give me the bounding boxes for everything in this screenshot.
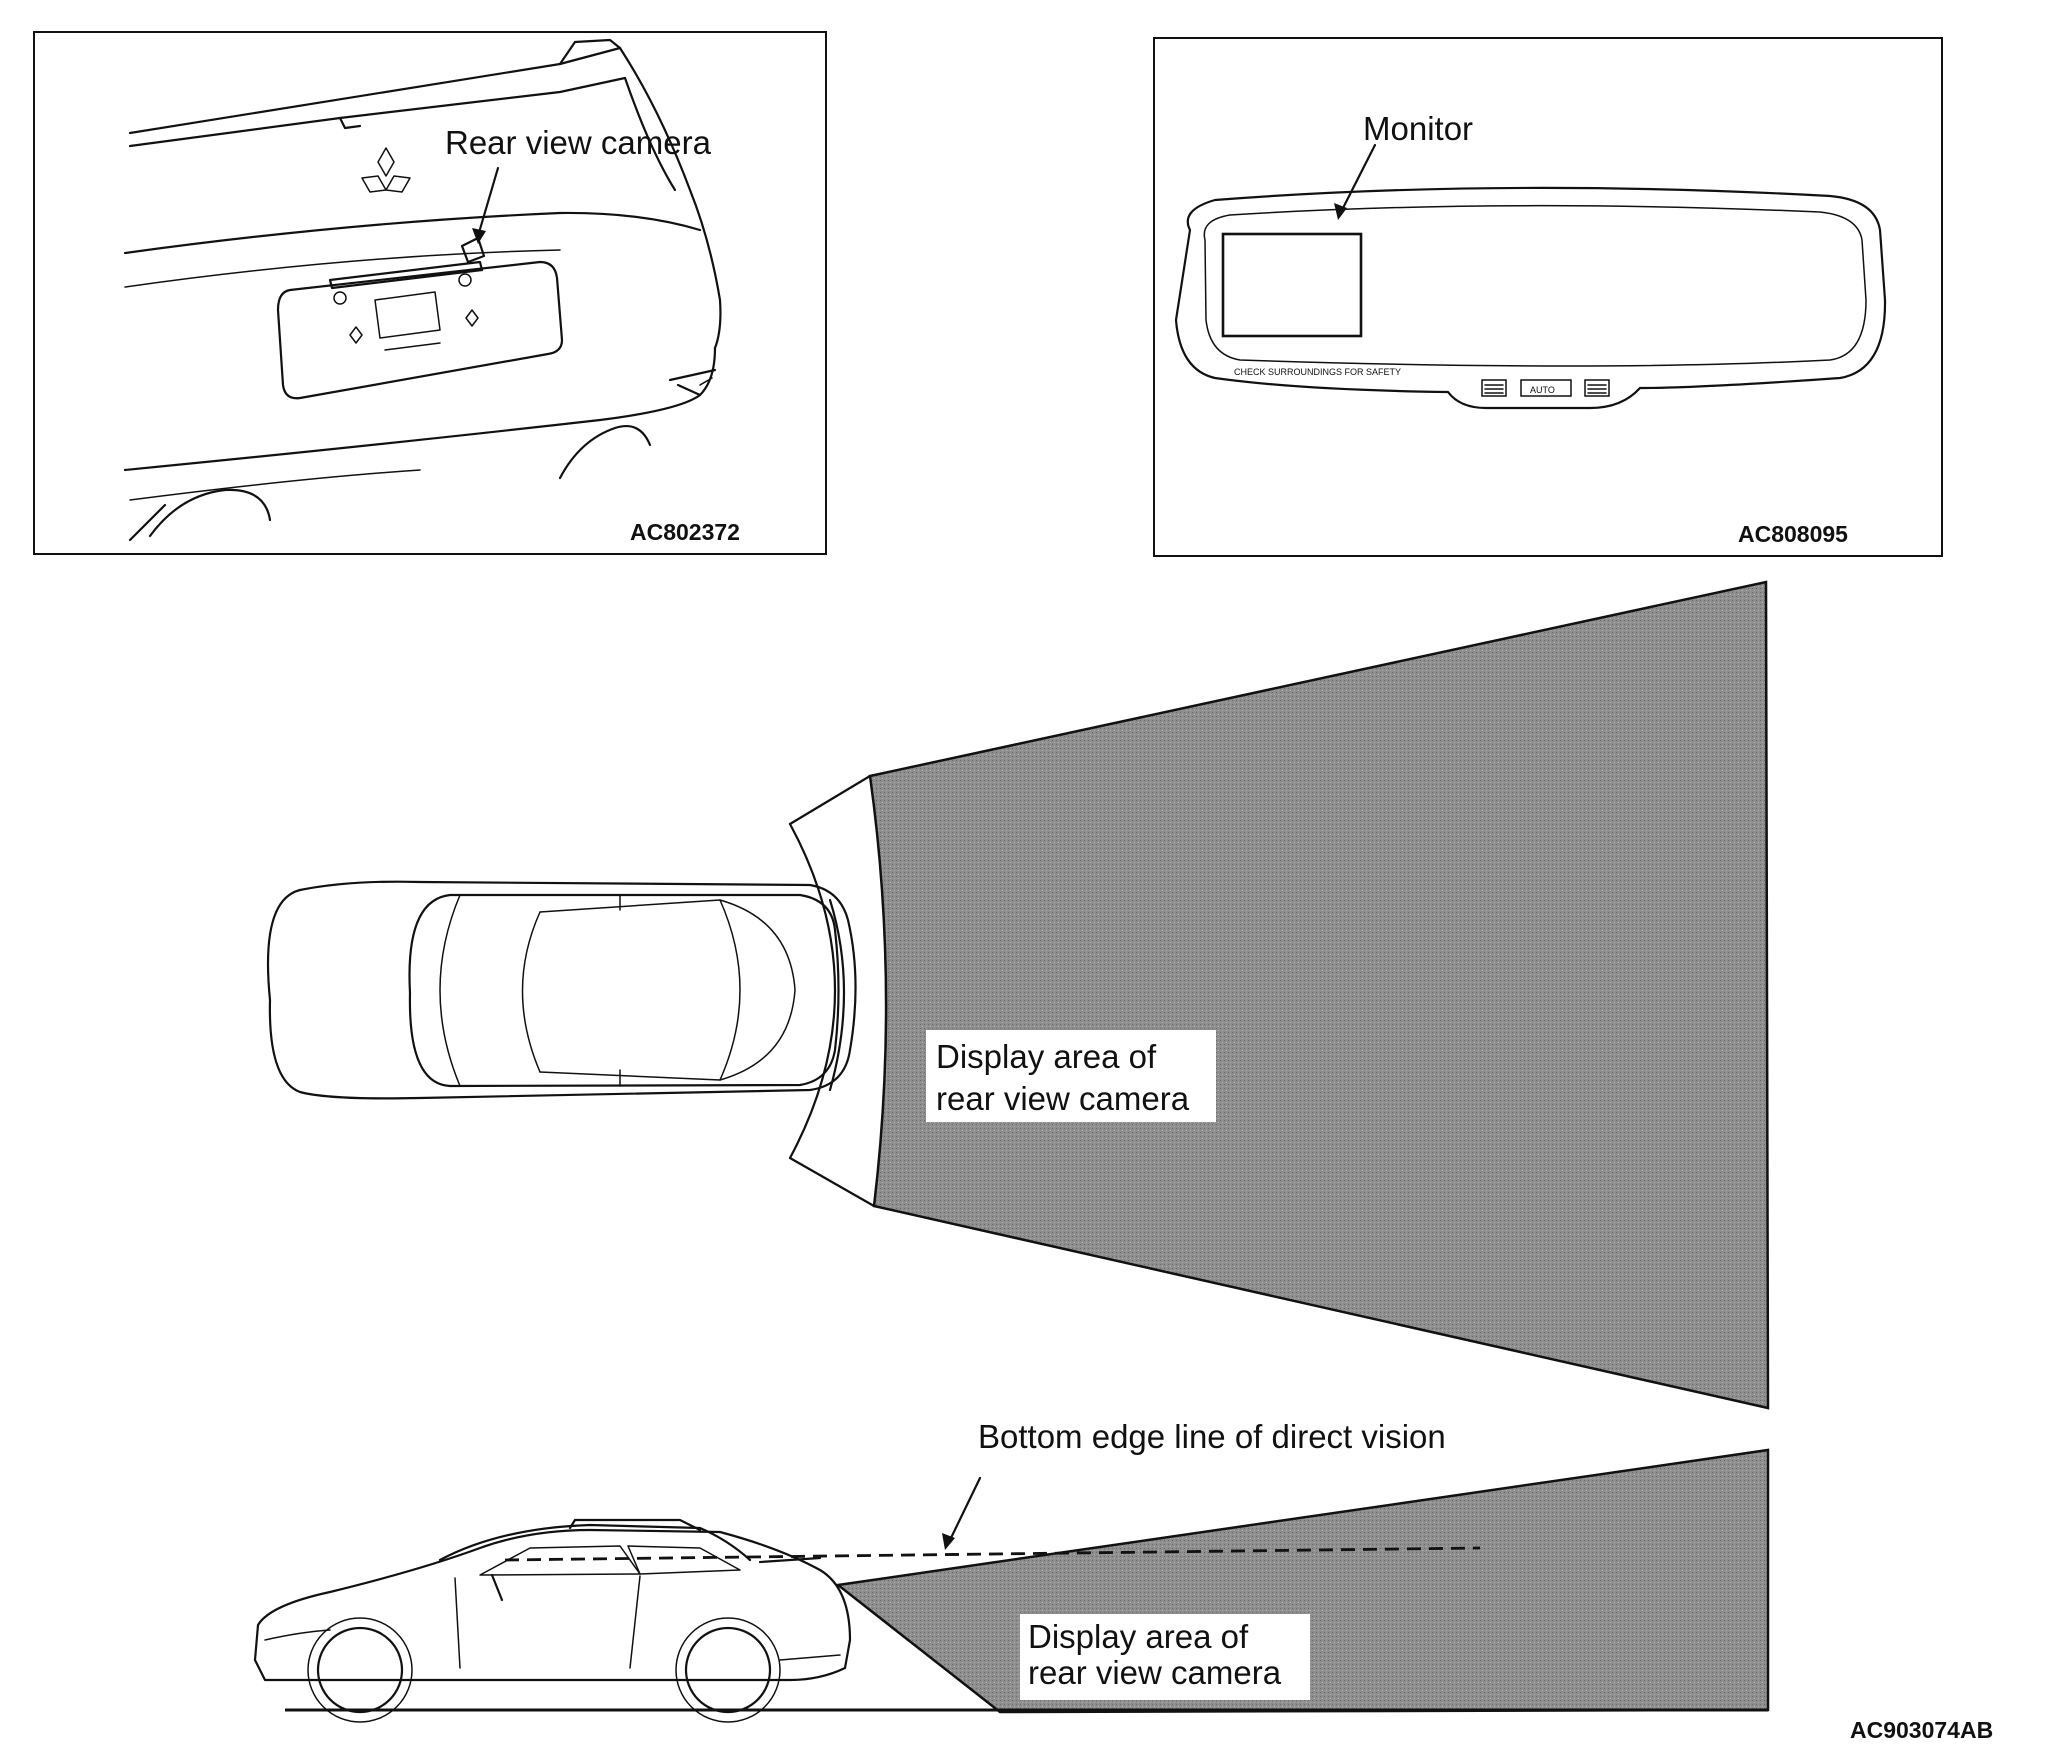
mirror-auto-label: AUTO	[1530, 385, 1555, 395]
monitor-leader-arrowhead	[1334, 203, 1347, 220]
monitor-panel-code: AC808095	[1738, 521, 1848, 547]
top-view-area-label-1: Display area of	[936, 1038, 1157, 1075]
vision-leader-line	[948, 1476, 982, 1542]
rear-car-illustration	[123, 38, 722, 542]
mirror-safety-text: CHECK SURROUNDINGS FOR SAFETY	[1234, 367, 1401, 377]
camera-panel-code: AC802372	[630, 519, 740, 545]
mirror-button-left	[1481, 379, 1507, 397]
mirror-button-right	[1584, 379, 1610, 397]
side-view-label-box	[1020, 1614, 1310, 1700]
top-view-car	[266, 880, 857, 1100]
figure-code: AC903074AB	[1850, 1717, 1993, 1743]
rearview-mirror-illustration: CHECK SURROUNDINGS FOR SAFETY AUTO	[1174, 186, 1887, 410]
camera-panel: Rear view camera AC802372	[33, 31, 827, 555]
side-view-area-label-1: Display area of	[1028, 1618, 1249, 1655]
brand-logo	[361, 147, 411, 193]
rear-wheel	[684, 1626, 772, 1714]
camera-leader-line	[476, 166, 500, 238]
monitor-screen	[1221, 232, 1363, 338]
top-view-area-label-2: rear view camera	[936, 1080, 1190, 1117]
top-view-angle-arc	[788, 774, 872, 826]
direct-vision-line	[504, 1546, 1481, 1562]
front-wheel	[316, 1626, 404, 1714]
mirror-auto-button	[1520, 379, 1572, 397]
top-view-label-box	[926, 1030, 1216, 1122]
monitor-panel: CHECK SURROUNDINGS FOR SAFETY AUTO Monit…	[1153, 37, 1943, 557]
monitor-leader-line	[1340, 143, 1377, 212]
monitor-callout-label: Monitor	[1363, 110, 1473, 147]
side-view-area-label-2: rear view camera	[1028, 1654, 1282, 1691]
vision-line-label: Bottom edge line of direct vision	[978, 1418, 1446, 1455]
vision-leader-arrowhead	[942, 1533, 955, 1550]
side-view-section: Bottom edge line of direct vision Displa…	[253, 1418, 1770, 1723]
side-view-car	[253, 1518, 852, 1723]
camera-callout-label: Rear view camera	[445, 124, 712, 161]
camera-leader-arrowhead	[472, 228, 486, 244]
top-view-section: Display area of rear view camera	[266, 580, 1770, 1410]
top-view-display-area	[868, 580, 1770, 1410]
